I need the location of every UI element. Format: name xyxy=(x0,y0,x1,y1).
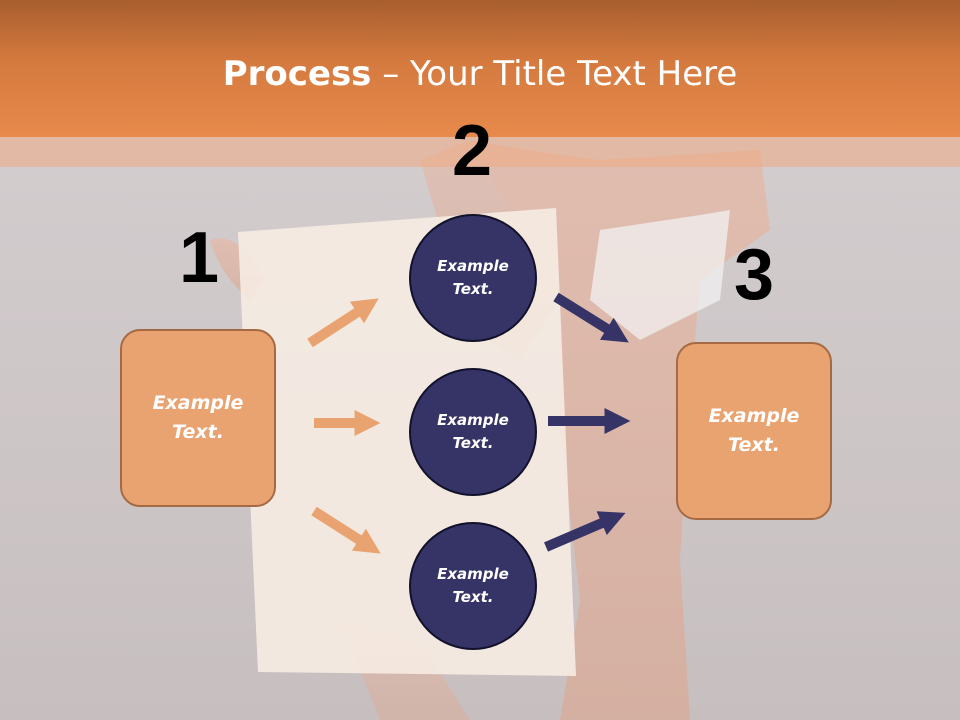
arrow-to-circle-3 xyxy=(311,506,381,554)
title-stripe xyxy=(0,137,960,167)
title-rest: – Your Title Text Here xyxy=(371,54,738,94)
step-number-3: 3 xyxy=(733,235,775,315)
step-number-1: 1 xyxy=(178,218,220,298)
input-box: Example Text. xyxy=(120,329,276,507)
process-circle-3: Example Text. xyxy=(409,522,537,650)
arrow-from-circle-1 xyxy=(553,292,629,343)
input-box-text: Example Text. xyxy=(152,392,244,443)
title-band xyxy=(0,0,960,137)
output-box-text: Example Text. xyxy=(708,405,800,456)
slide-title: Process – Your Title Text Here xyxy=(0,52,960,96)
process-circle-3-text: Example Text. xyxy=(437,565,509,606)
process-circle-2-text: Example Text. xyxy=(437,411,509,452)
arrow-to-circle-1 xyxy=(307,298,379,348)
step-number-2: 2 xyxy=(451,111,493,191)
process-circle-1: Example Text. xyxy=(409,214,537,342)
title-bold: Process xyxy=(222,54,372,94)
process-circle-2: Example Text. xyxy=(409,368,537,496)
process-circle-1-text: Example Text. xyxy=(437,257,509,298)
arrow-from-circle-3 xyxy=(544,511,626,552)
output-box: Example Text. xyxy=(676,342,832,520)
